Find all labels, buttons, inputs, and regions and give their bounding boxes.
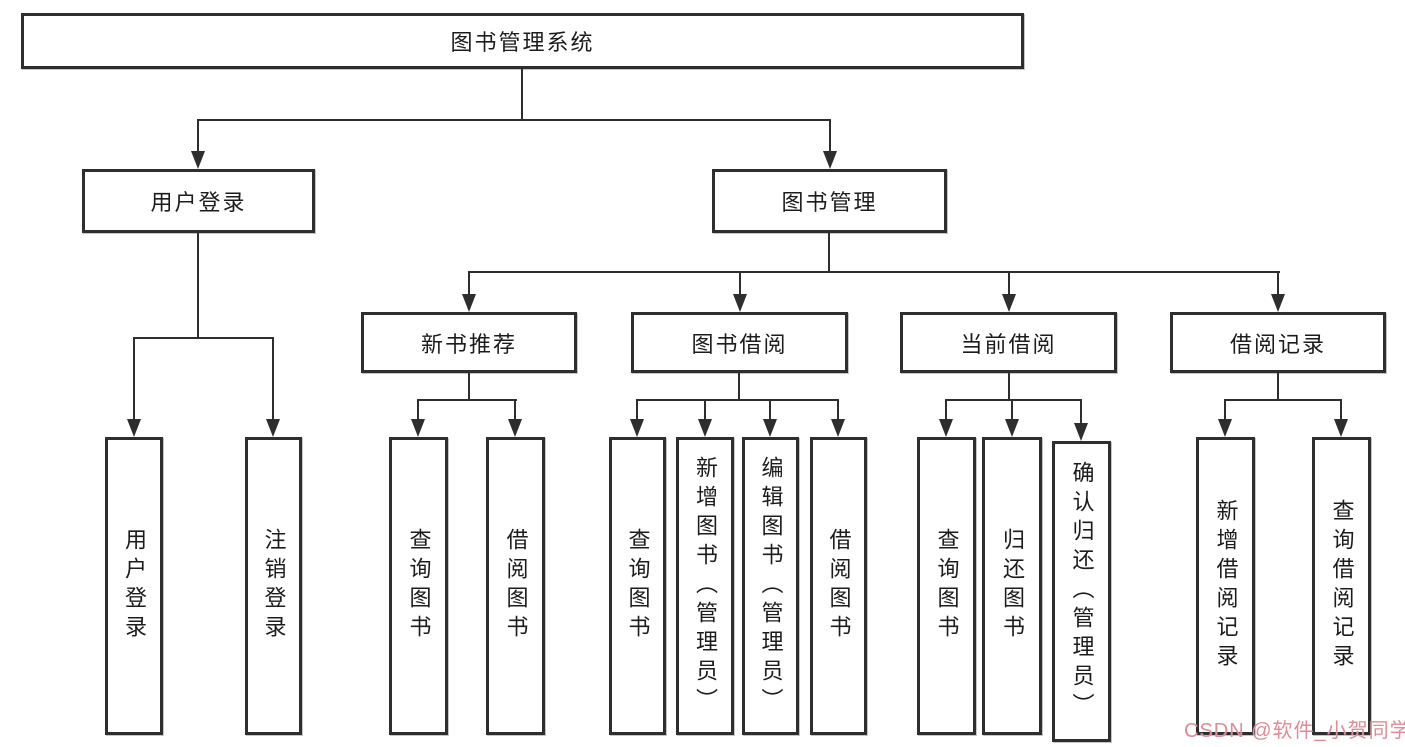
node-book-borrowing-box: 图书借阅 <box>631 312 848 373</box>
leaf-recommend-borrow-books-box: 借阅图书 <box>486 437 545 735</box>
connector-vline <box>828 232 830 272</box>
arrowhead-down-icon <box>462 294 476 312</box>
node-library-system-label: 图书管理系统 <box>450 30 595 55</box>
connector-vline <box>514 399 516 420</box>
leaf-logout-label: 注销登录 <box>261 528 287 644</box>
connector-vline <box>1224 399 1226 420</box>
leaf-user-login-box: 用户登录 <box>105 437 163 735</box>
connector-vline <box>1080 399 1082 424</box>
arrowhead-down-icon <box>939 419 953 437</box>
node-book-management-box: 图书管理 <box>712 169 947 233</box>
connector-vline <box>521 67 523 120</box>
node-library-system-box: 图书管理系统 <box>21 13 1024 69</box>
leaf-borrowing-borrow-books-label: 借阅图书 <box>826 528 852 644</box>
leaf-current-query-books-box: 查询图书 <box>917 437 976 735</box>
connector-vline <box>769 399 771 420</box>
arrowhead-down-icon <box>1005 419 1019 437</box>
leaf-records-add-record-box: 新增借阅记录 <box>1196 437 1255 735</box>
leaf-records-query-record-label: 查询借阅记录 <box>1329 499 1355 673</box>
connector-hline <box>197 119 831 121</box>
node-user-login-box: 用户登录 <box>82 169 315 233</box>
node-current-borrowing-box: 当前借阅 <box>900 312 1117 373</box>
node-current-borrowing-label: 当前借阅 <box>960 331 1057 357</box>
leaf-borrowing-query-books-box: 查询图书 <box>609 437 666 735</box>
node-new-book-recommendation-box: 新书推荐 <box>361 312 577 373</box>
connector-vline <box>837 399 839 420</box>
connector-vline <box>1008 372 1010 400</box>
leaf-current-query-books-label: 查询图书 <box>934 528 960 644</box>
leaf-recommend-query-books-box: 查询图书 <box>389 437 448 735</box>
arrowhead-down-icon <box>698 419 712 437</box>
node-book-borrowing-label: 图书借阅 <box>691 331 788 357</box>
arrowhead-down-icon <box>508 419 522 437</box>
leaf-borrowing-edit-books-label: 编辑图书（管理员） <box>758 455 784 717</box>
connector-vline <box>1011 399 1013 420</box>
connector-vline <box>133 337 135 419</box>
connector-vline <box>1008 271 1010 295</box>
arrowhead-down-icon <box>763 419 777 437</box>
connector-hline <box>636 399 839 401</box>
connector-vline <box>197 119 199 153</box>
connector-hline <box>468 271 1280 273</box>
leaf-current-confirm-return-box: 确认归还（管理员） <box>1052 441 1111 742</box>
connector-hline <box>133 337 274 339</box>
node-new-book-recommendation-label: 新书推荐 <box>420 331 517 357</box>
node-book-management-label: 图书管理 <box>781 190 878 215</box>
connector-vline <box>272 337 274 419</box>
connector-vline <box>1340 399 1342 420</box>
arrowhead-down-icon <box>630 419 644 437</box>
node-borrowing-records-box: 借阅记录 <box>1170 312 1386 373</box>
leaf-current-return-books-box: 归还图书 <box>982 437 1042 735</box>
arrowhead-down-icon <box>1334 419 1348 437</box>
leaf-borrowing-add-books-label: 新增图书（管理员） <box>693 455 718 717</box>
leaf-borrowing-borrow-books-box: 借阅图书 <box>810 437 867 735</box>
node-borrowing-records-label: 借阅记录 <box>1229 331 1326 357</box>
connector-vline <box>945 399 947 420</box>
connector-vline <box>1277 271 1279 295</box>
leaf-current-confirm-return-label: 确认归还（管理员） <box>1069 461 1095 722</box>
connector-vline <box>468 372 470 400</box>
connector-vline <box>829 119 831 153</box>
arrowhead-down-icon <box>127 419 141 437</box>
leaf-records-add-record-label: 新增借阅记录 <box>1213 499 1239 673</box>
connector-vline <box>1277 372 1279 400</box>
arrowhead-down-icon <box>831 419 845 437</box>
arrowhead-down-icon <box>1074 423 1088 441</box>
watermark-text: CSDN @软件_小贺同学 <box>1184 720 1405 742</box>
leaf-borrowing-add-books-box: 新增图书（管理员） <box>676 437 734 735</box>
leaf-records-query-record-box: 查询借阅记录 <box>1312 437 1371 735</box>
leaf-borrowing-edit-books-box: 编辑图书（管理员） <box>742 437 799 735</box>
connector-vline <box>197 232 199 338</box>
connector-vline <box>468 271 470 295</box>
arrowhead-down-icon <box>1271 294 1285 312</box>
arrowhead-down-icon <box>266 419 280 437</box>
connector-vline <box>739 271 741 295</box>
leaf-recommend-borrow-books-label: 借阅图书 <box>503 528 529 644</box>
arrowhead-down-icon <box>1218 419 1232 437</box>
connector-vline <box>704 399 706 420</box>
connector-hline <box>1224 399 1342 401</box>
leaf-logout-box: 注销登录 <box>245 437 302 735</box>
arrowhead-down-icon <box>411 419 425 437</box>
node-user-login-label: 用户登录 <box>150 190 247 215</box>
leaf-borrowing-query-books-label: 查询图书 <box>625 528 651 644</box>
arrowhead-down-icon <box>733 294 747 312</box>
arrowhead-down-icon <box>1002 294 1016 312</box>
connector-vline <box>738 372 740 400</box>
leaf-recommend-query-books-label: 查询图书 <box>406 528 432 644</box>
connector-vline <box>636 399 638 420</box>
arrowhead-down-icon <box>823 151 837 169</box>
connector-hline <box>417 399 517 401</box>
leaf-current-return-books-label: 归还图书 <box>1000 528 1025 644</box>
connector-vline <box>417 399 419 420</box>
arrowhead-down-icon <box>191 151 205 169</box>
leaf-user-login-label: 用户登录 <box>122 528 147 644</box>
connector-hline <box>945 399 1082 401</box>
